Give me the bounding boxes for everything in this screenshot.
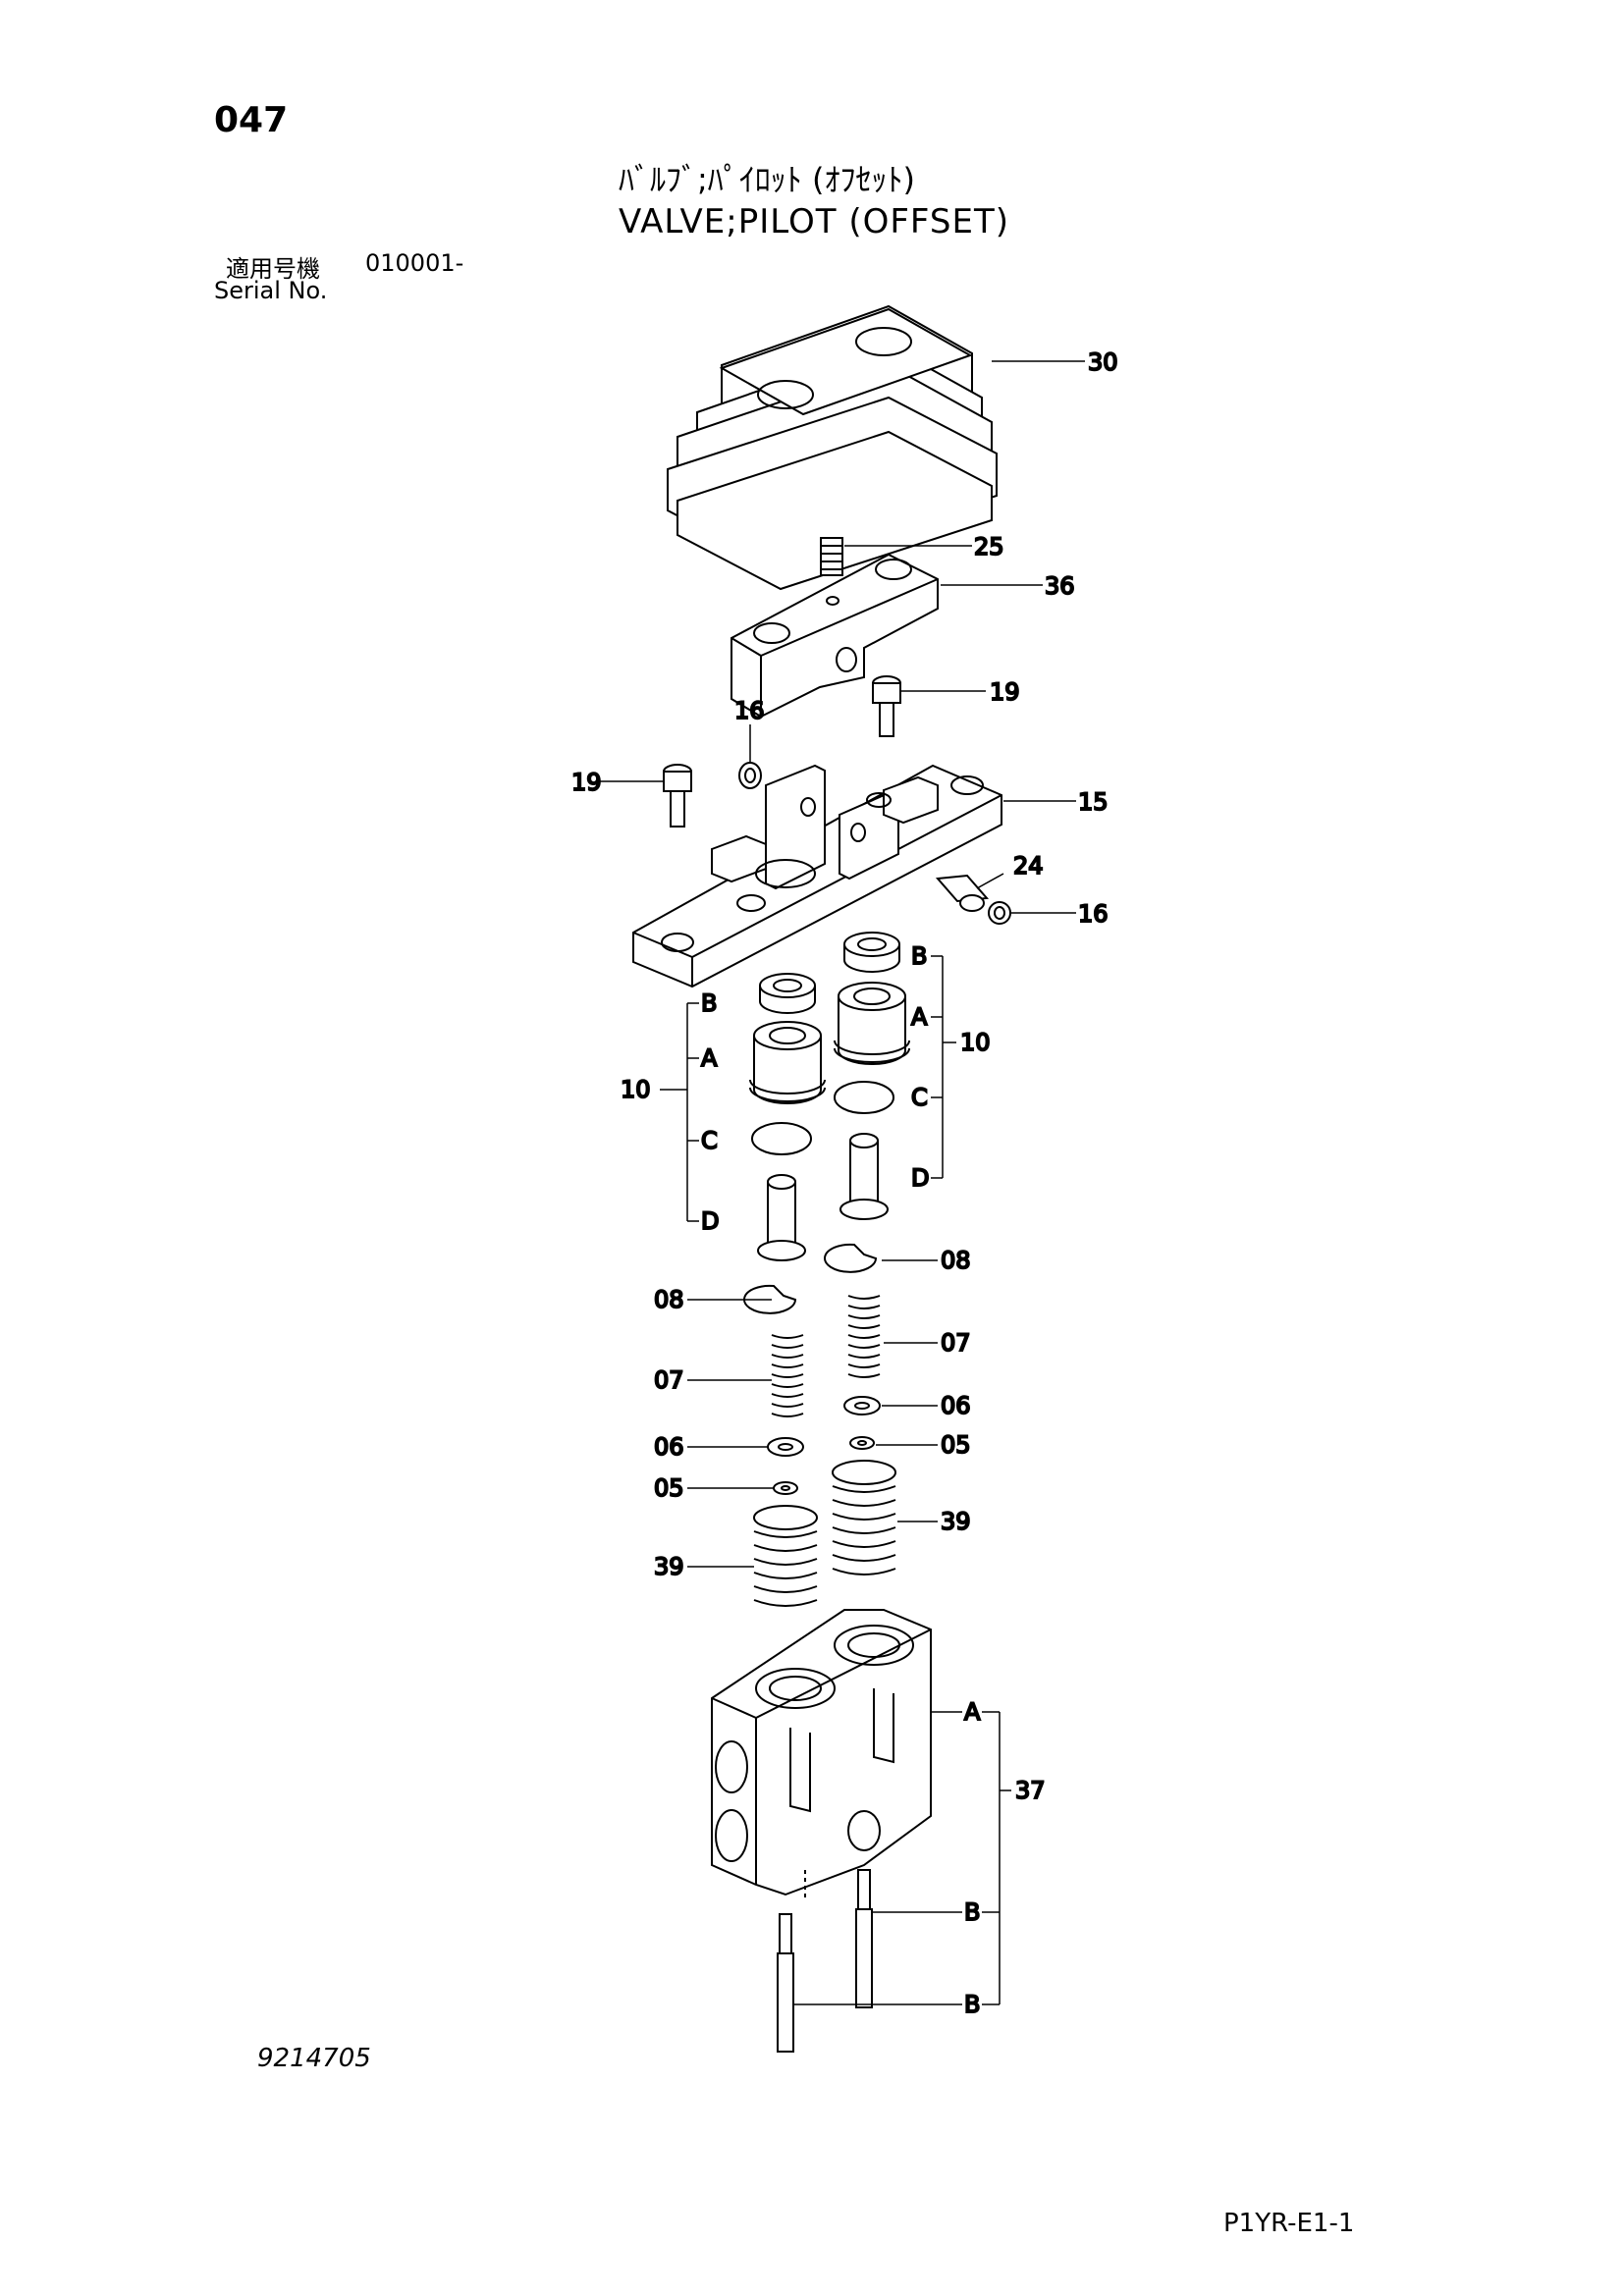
part-15-plate [632, 764, 1002, 988]
callout-15: 15 [1078, 788, 1109, 816]
part-19-bolt-right [872, 675, 901, 737]
title-japanese: ﾊﾞﾙﾌﾞ;ﾊﾟｲﾛｯﾄ (ｵﾌｾｯﾄ) [619, 161, 915, 198]
page-code: P1YR-E1-1 [1223, 2209, 1355, 2238]
callout-24: 24 [1013, 852, 1044, 880]
callout-08-right: 08 [941, 1247, 971, 1274]
serial-label-english: Serial No. [214, 277, 328, 304]
callout-05-left: 05 [654, 1474, 684, 1502]
label-b-37-upper: B [964, 1898, 980, 1926]
leader-lines [599, 360, 1085, 2005]
part-07-spring-right [847, 1295, 881, 1378]
callout-19-right: 19 [990, 678, 1020, 706]
part-05-washer-left [773, 1481, 798, 1495]
part-10-right-stack [834, 932, 910, 1220]
part-05-washer-right [849, 1436, 875, 1450]
label-c-right: C [911, 1084, 928, 1111]
title-english: VALVE;PILOT (OFFSET) [619, 202, 1009, 241]
callout-10-right: 10 [960, 1029, 991, 1056]
callout-39-right: 39 [941, 1508, 971, 1535]
callout-06-right: 06 [941, 1392, 971, 1419]
callout-07-left: 07 [654, 1366, 684, 1394]
callout-06-left: 06 [654, 1433, 684, 1461]
callout-10-left: 10 [621, 1076, 651, 1103]
callout-16-right: 16 [1078, 900, 1109, 928]
label-d-left: D [701, 1207, 719, 1235]
callout-36: 36 [1045, 572, 1075, 600]
part-37-port-left [777, 1913, 794, 2053]
label-b-right: B [911, 942, 927, 970]
part-08-seat-right [824, 1243, 878, 1273]
part-06-washer-right [843, 1396, 881, 1415]
callout-25: 25 [974, 533, 1004, 561]
part-39-spring-right [832, 1460, 896, 1575]
part-37-port-right [855, 1869, 873, 2008]
part-39-spring-left [753, 1505, 818, 1607]
callout-05-right: 05 [941, 1431, 971, 1459]
label-a-37: A [964, 1698, 981, 1726]
part-36-cam-plate [731, 553, 939, 719]
label-b-left: B [701, 989, 717, 1017]
part-10-left-stack [749, 973, 826, 1261]
serial-label-japanese: 適用号機 [226, 255, 320, 283]
callout-08-left: 08 [654, 1286, 684, 1313]
callout-07-right: 07 [941, 1329, 971, 1357]
page-number: 047 [214, 100, 289, 140]
part-24-pin [935, 874, 990, 912]
label-c-left: C [701, 1127, 718, 1154]
callout-16-top: 16 [734, 697, 765, 724]
label-b-37-lower: B [964, 1991, 980, 2018]
part-16-oring-right [988, 901, 1011, 925]
part-19-bolt-left [663, 764, 692, 828]
drawing-number: 9214705 [257, 2044, 371, 2073]
part-30-boot [667, 304, 998, 591]
serial-value: 010001- [365, 249, 464, 277]
label-a-right: A [911, 1003, 928, 1031]
part-07-spring-left [771, 1334, 804, 1417]
part-16-oring-top [738, 762, 762, 789]
label-a-left: A [701, 1044, 718, 1072]
callout-39-left: 39 [654, 1553, 684, 1580]
callout-30: 30 [1088, 348, 1118, 376]
part-25-set-screw [820, 537, 843, 576]
callout-37: 37 [1015, 1777, 1046, 1804]
label-d-right: D [911, 1164, 929, 1192]
callout-19-left: 19 [571, 769, 602, 796]
part-37-valve-body [711, 1609, 932, 1899]
part-06-washer-left [767, 1437, 804, 1457]
